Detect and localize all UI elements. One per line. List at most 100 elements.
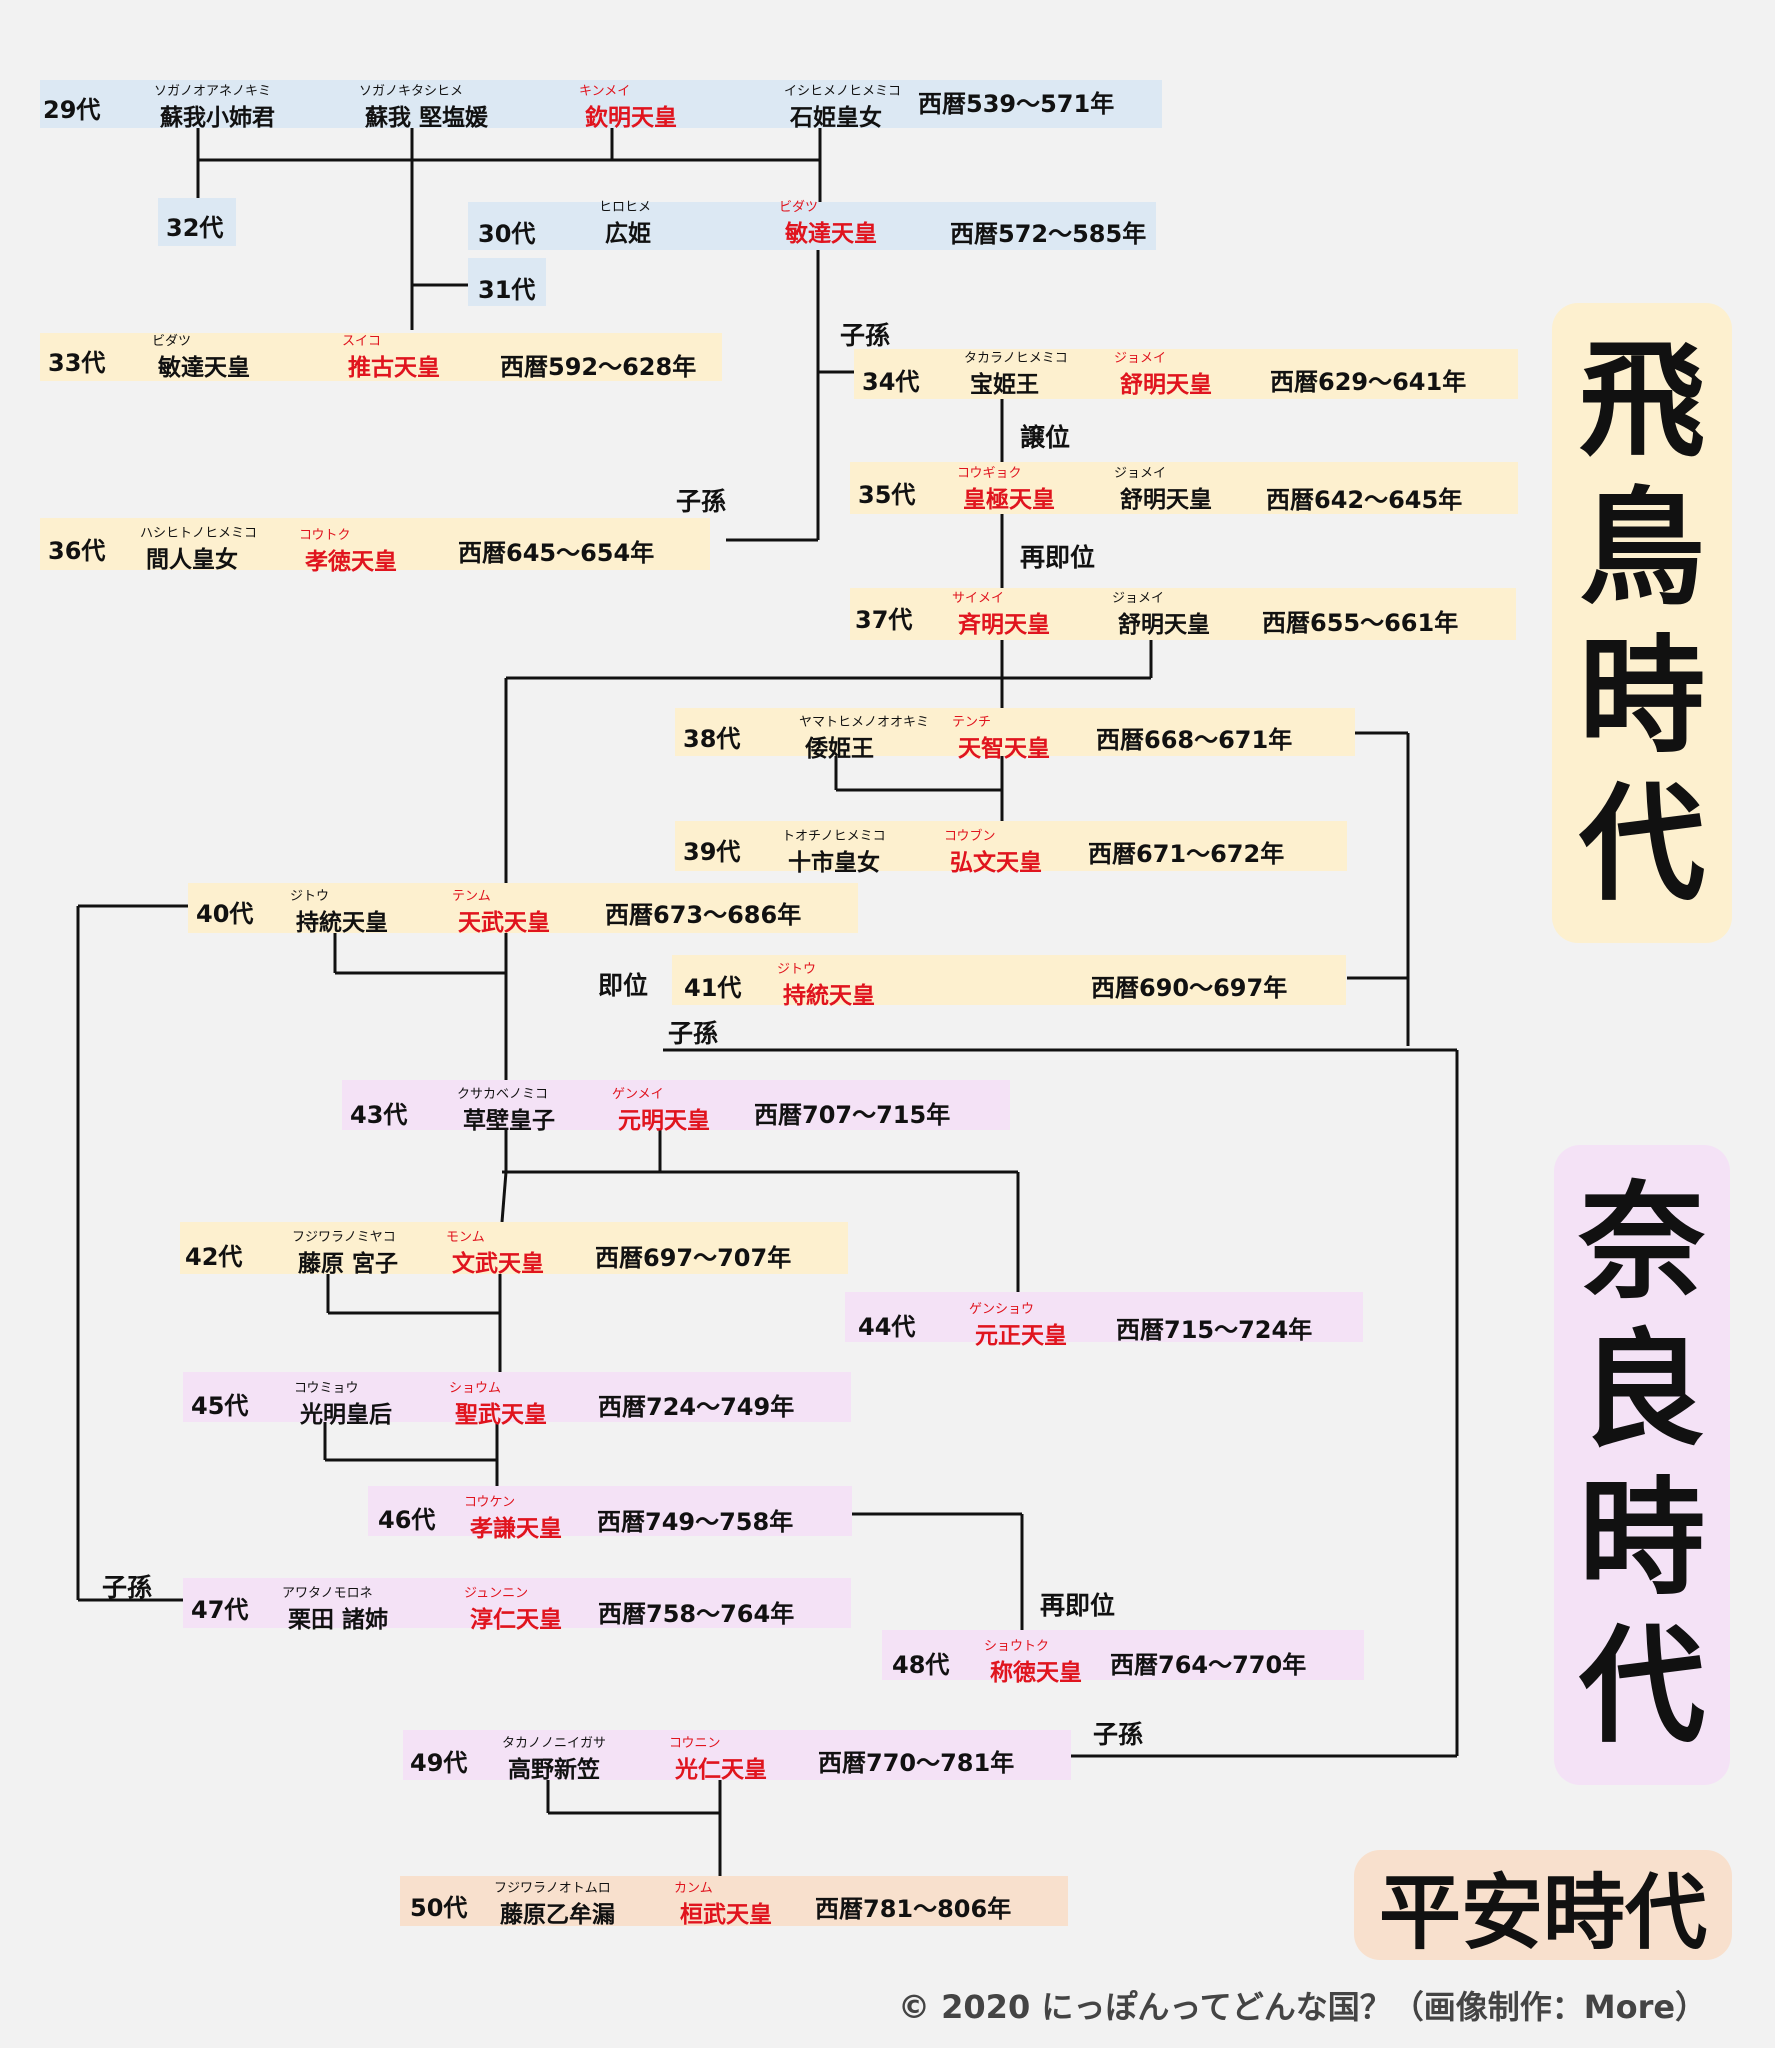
generation-row xyxy=(850,588,1516,640)
person-name: 間人皇女 xyxy=(146,547,238,573)
generation-row xyxy=(850,462,1518,514)
person-ruby: ビダツ xyxy=(779,200,819,215)
person-name: 舒明天皇 xyxy=(1120,487,1212,513)
generation-label: 33代 xyxy=(48,349,106,377)
generation-row xyxy=(675,708,1355,756)
person-ruby: モンム xyxy=(446,1230,485,1245)
reign-years: 西暦629〜641年 xyxy=(1270,368,1467,396)
reign-years: 西暦764〜770年 xyxy=(1110,1651,1307,1679)
period-nara: 奈 良 時 代 xyxy=(1554,1145,1730,1785)
person-ruby: コウニン xyxy=(669,1736,721,1751)
generation-row xyxy=(882,1630,1364,1680)
reign-years: 西暦749〜758年 xyxy=(597,1508,794,1536)
person-ruby: ジョメイ xyxy=(1114,351,1167,366)
generation-row xyxy=(40,80,1162,128)
generation-label: 46代 xyxy=(378,1506,436,1534)
reign-years: 西暦770〜781年 xyxy=(818,1749,1015,1777)
person-ruby: フジワラノオトムロ xyxy=(494,1881,611,1896)
period-nara-char: 奈 xyxy=(1579,1169,1705,1316)
person-ruby: ジュンニン xyxy=(464,1586,529,1601)
emperor-name: 光仁天皇 xyxy=(675,1757,767,1783)
relation-label: 子孫 xyxy=(1093,1720,1144,1749)
generation-label: 37代 xyxy=(855,606,913,634)
person-ruby: ハシヒトノヒメミコ xyxy=(140,526,258,541)
generation-row xyxy=(40,333,722,381)
generation-row xyxy=(180,1222,848,1274)
generation-row xyxy=(188,883,858,933)
credit-text: © 2020 にっぽんってどんな国？（画像制作：More） xyxy=(898,1988,1708,2026)
generation-label: 45代 xyxy=(191,1392,249,1420)
person-name: 高野新笠 xyxy=(508,1757,600,1783)
reign-years: 西暦697〜707年 xyxy=(595,1244,792,1272)
person-ruby: カンム xyxy=(674,1881,713,1896)
reign-years: 西暦645〜654年 xyxy=(458,539,655,567)
generation-row xyxy=(40,518,710,570)
person-name: 宝姫王 xyxy=(970,372,1039,398)
relation-label: 再即位 xyxy=(1040,1591,1116,1620)
emperor-name: 敏達天皇 xyxy=(785,221,877,247)
emperor-name: 元正天皇 xyxy=(975,1323,1067,1349)
relation-label: 譲位 xyxy=(1020,423,1071,452)
emperor-name: 聖武天皇 xyxy=(455,1402,547,1428)
generation-row xyxy=(468,202,1156,250)
generation-row xyxy=(342,1080,1010,1130)
relation-label: 子孫 xyxy=(676,487,727,516)
generation-label: 36代 xyxy=(48,537,106,565)
period-nara-char: 時 xyxy=(1579,1465,1705,1612)
person-name: 広姫 xyxy=(605,221,651,247)
emperor-name: 元明天皇 xyxy=(618,1108,710,1134)
emperor-name: 孝謙天皇 xyxy=(470,1516,562,1542)
person-ruby: コウギョク xyxy=(957,466,1022,481)
relation-label: 再即位 xyxy=(1020,543,1096,572)
person-ruby: テンム xyxy=(452,889,491,904)
reign-years: 西暦668〜671年 xyxy=(1096,726,1293,754)
reign-years: 西暦655〜661年 xyxy=(1262,609,1459,637)
person-name: 石姫皇女 xyxy=(790,105,882,131)
generation-label: 38代 xyxy=(683,725,741,753)
person-ruby: タカノノニイガサ xyxy=(502,1736,607,1751)
generation-row xyxy=(400,1876,1068,1926)
generation-row xyxy=(403,1730,1071,1780)
person-ruby: コウケン xyxy=(464,1495,516,1510)
reign-years: 西暦671〜672年 xyxy=(1088,840,1285,868)
generation-label: 42代 xyxy=(185,1243,243,1271)
person-name: 藤原 宮子 xyxy=(298,1251,399,1277)
generation-row xyxy=(158,198,236,246)
generation-row xyxy=(675,821,1347,871)
person-name: 栗田 諸姉 xyxy=(288,1607,389,1633)
person-ruby: タカラノヒメミコ xyxy=(964,351,1068,366)
person-ruby: アワタノモロネ xyxy=(282,1586,373,1601)
person-ruby: ショウム xyxy=(449,1381,502,1396)
generation-row xyxy=(468,258,546,306)
generation-label: 49代 xyxy=(410,1749,468,1777)
emperor-name: 称徳天皇 xyxy=(990,1660,1082,1686)
reign-years: 西暦758〜764年 xyxy=(598,1600,795,1628)
period-heian: 平安時代 xyxy=(1354,1850,1732,1961)
emperor-name: 舒明天皇 xyxy=(1120,372,1212,398)
emperor-name: 文武天皇 xyxy=(452,1251,544,1277)
relation-label: 即位 xyxy=(598,971,649,1000)
reign-years: 西暦673〜686年 xyxy=(605,901,802,929)
person-ruby: イシヒメノヒメミコ xyxy=(784,84,902,99)
reign-years: 西暦724〜749年 xyxy=(598,1393,795,1421)
person-ruby: クサカベノミコ xyxy=(457,1087,549,1102)
reign-years: 西暦592〜628年 xyxy=(500,353,697,381)
generation-label: 48代 xyxy=(892,1651,950,1679)
generation-label: 29代 xyxy=(43,96,101,124)
generation-row xyxy=(672,955,1346,1005)
period-asuka-char: 時 xyxy=(1579,623,1705,770)
generation-label: 30代 xyxy=(478,220,536,248)
period-asuka-char: 代 xyxy=(1579,771,1705,918)
person-ruby: キンメイ xyxy=(579,84,631,99)
emperor-name: 推古天皇 xyxy=(348,355,440,381)
reign-years: 西暦715〜724年 xyxy=(1116,1316,1313,1344)
emperor-name: 持統天皇 xyxy=(783,983,875,1009)
period-asuka-char: 鳥 xyxy=(1579,475,1705,622)
generation-label: 43代 xyxy=(350,1101,408,1129)
person-ruby: ソガノオアネノキミ xyxy=(154,84,272,99)
person-ruby: ソガノキタシヒメ xyxy=(359,84,464,99)
reign-years: 西暦572〜585年 xyxy=(950,220,1147,248)
reign-years: 西暦707〜715年 xyxy=(754,1101,951,1129)
emperor-name: 桓武天皇 xyxy=(680,1902,772,1928)
